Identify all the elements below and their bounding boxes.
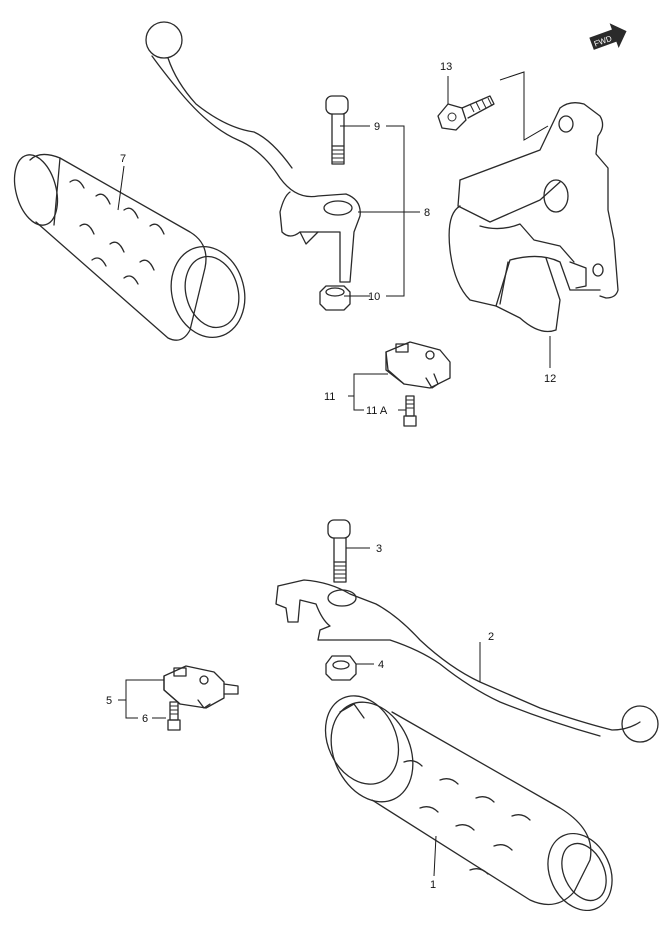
part-3-bolt [327,519,351,583]
callout-7: 7 [120,153,126,165]
callout-4: 4 [378,659,384,671]
callout-11a: 11 A [366,405,388,417]
part-10-nut [319,285,351,311]
callout-12: 12 [544,373,556,385]
callout-11: 11 [324,391,335,403]
part-4-nut [325,655,357,681]
part-11a-screw [403,395,417,427]
callout-2: 2 [488,631,494,643]
part-9-bolt [325,95,349,165]
part-8-lever [145,21,361,283]
callout-13: 13 [440,61,452,73]
part-5-switch [163,665,239,709]
callout-5: 5 [106,695,112,707]
part-11-switch [385,341,451,389]
part-7-grip [13,153,246,341]
callout-1: 1 [430,879,436,891]
callouts: 7 9 8 10 13 12 11 11 A 3 2 4 5 6 1 [106,61,556,891]
callout-10: 10 [368,291,380,303]
part-13-screw [437,95,495,131]
callout-9: 9 [374,121,380,133]
fwd-arrow-icon: FWD [589,23,627,50]
part-1-grip [324,695,613,912]
leader-lines [117,71,551,877]
callout-8: 8 [424,207,430,219]
callout-3: 3 [376,543,382,555]
part-6-screw [167,701,181,731]
part-2-lever [275,579,659,743]
part-12-holder [448,102,619,333]
callout-6: 6 [142,713,148,725]
